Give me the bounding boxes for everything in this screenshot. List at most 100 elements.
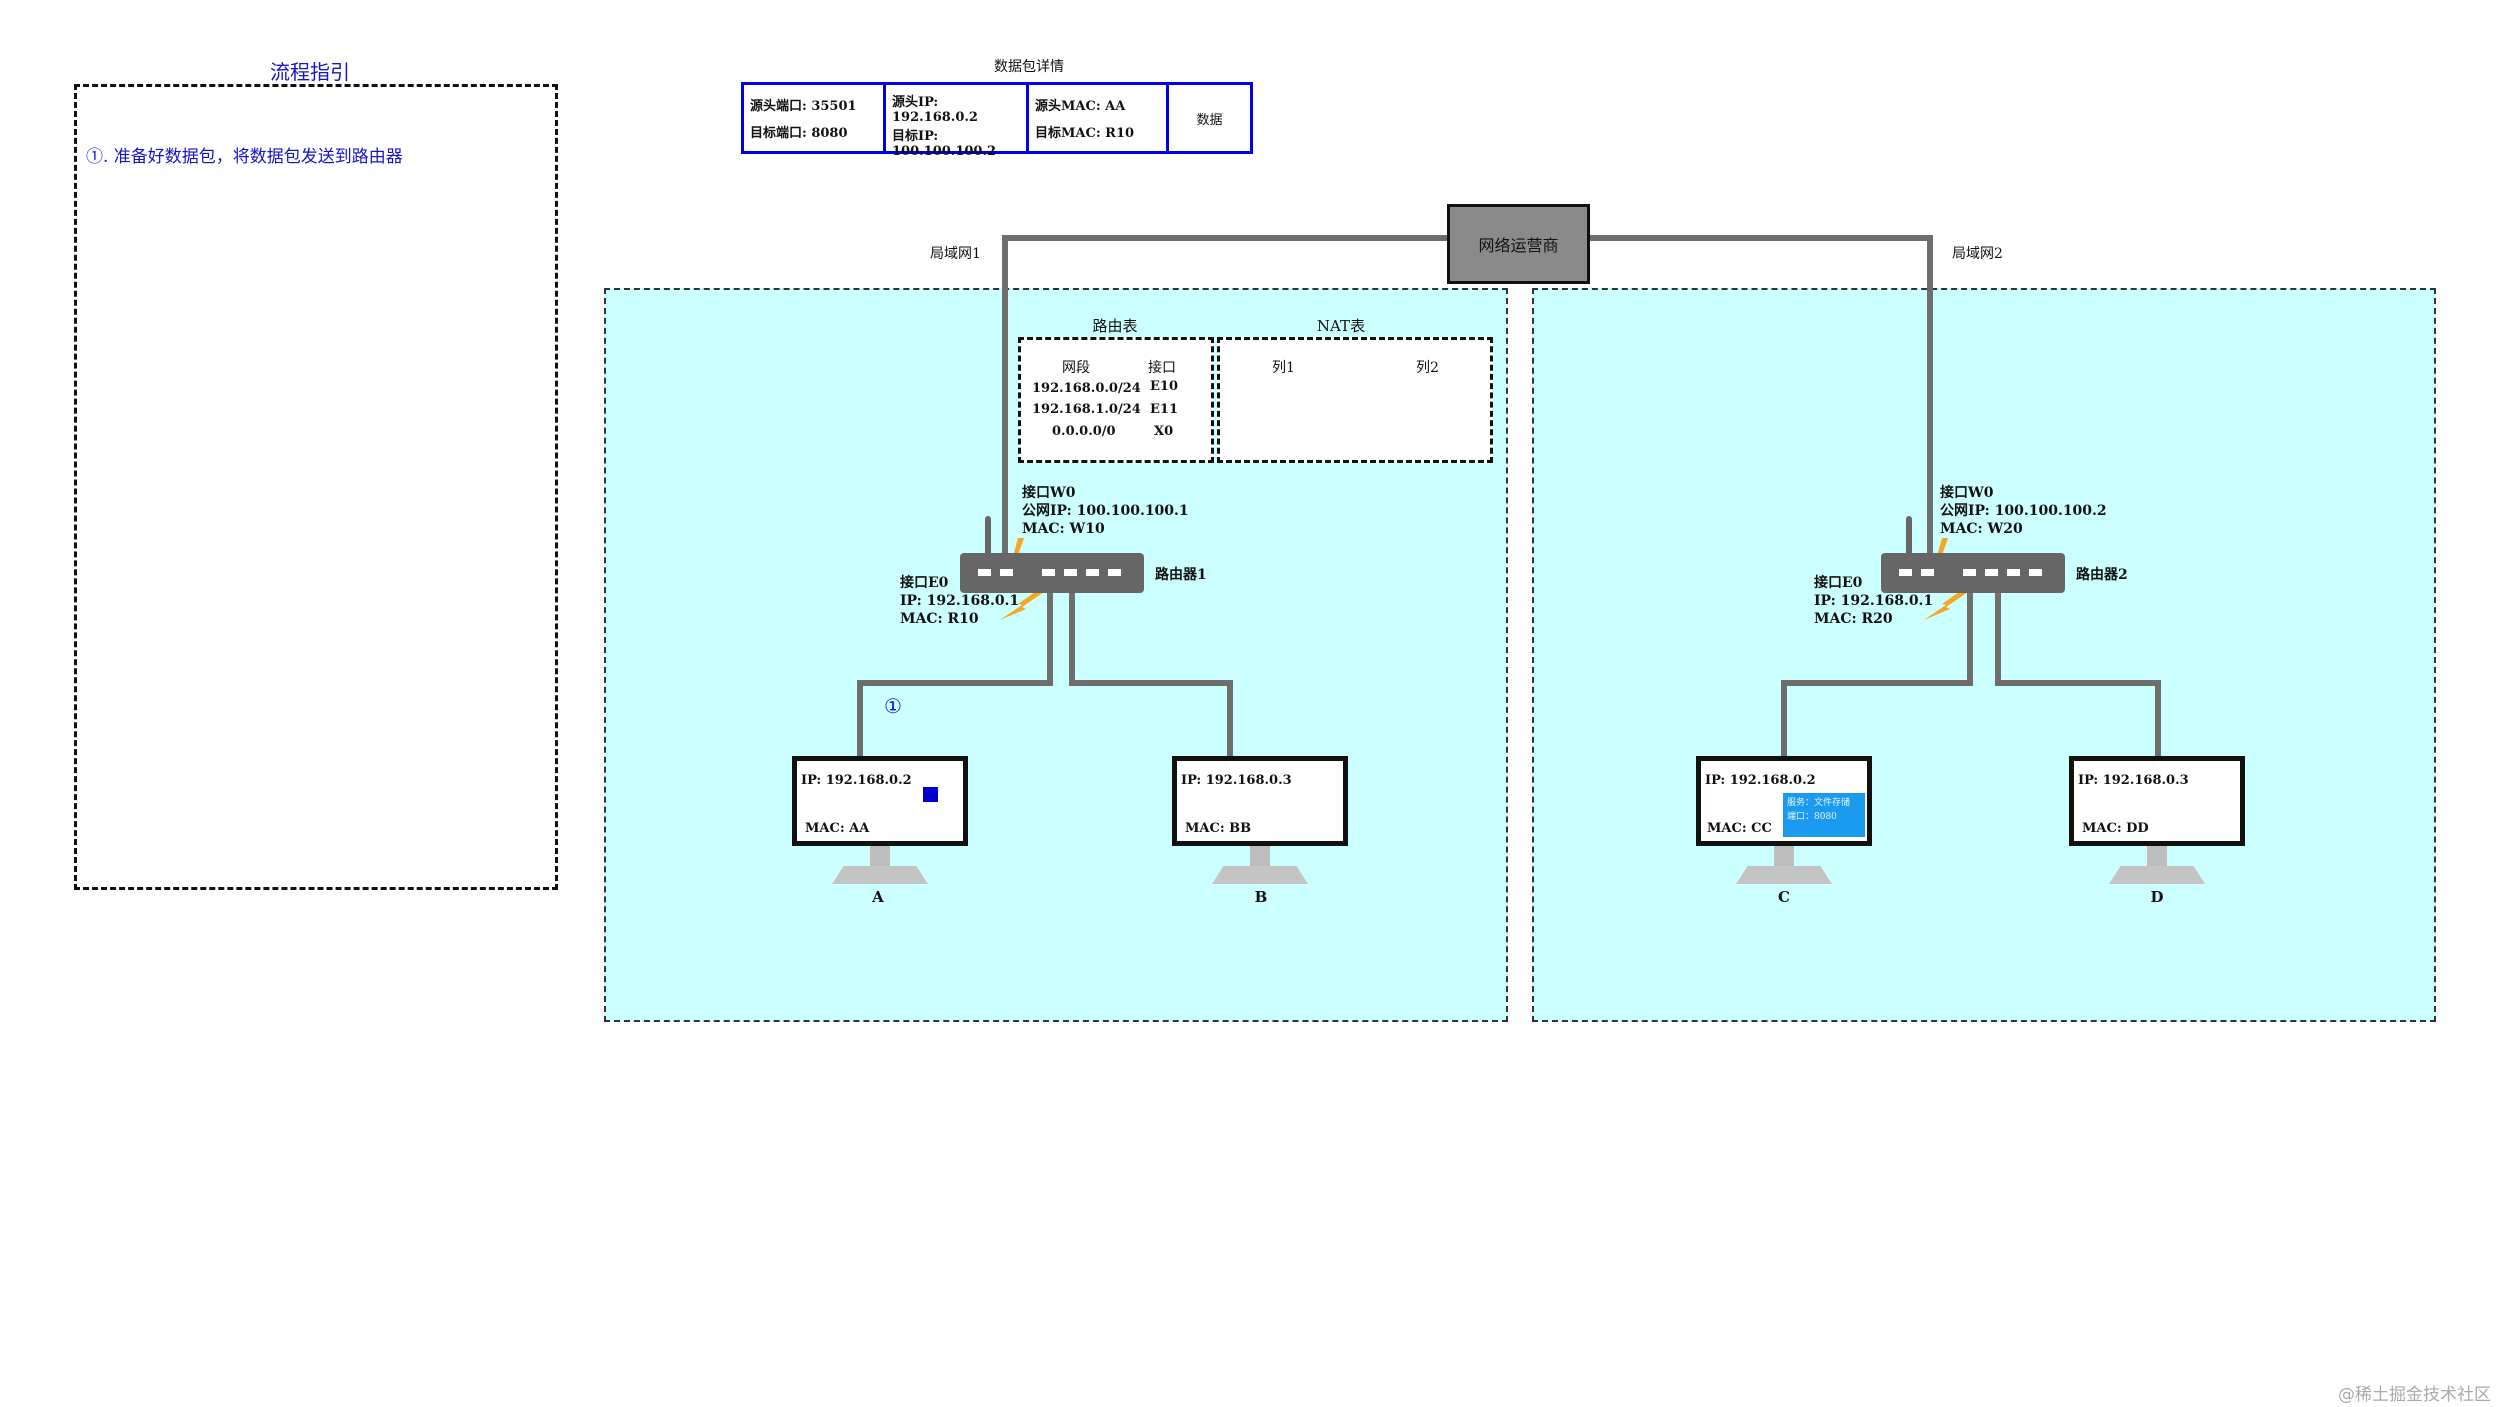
pc-b-ip: IP: 192.168.0.3 xyxy=(1181,773,1292,788)
lan1-label: 局域网1 xyxy=(930,246,981,262)
pc-d-base xyxy=(2109,866,2205,884)
router1-port xyxy=(978,569,991,576)
routing-row-segment: 192.168.1.0/24 xyxy=(1032,402,1141,417)
router2-port xyxy=(1921,569,1934,576)
guide-panel xyxy=(74,84,558,890)
pc-b-neck xyxy=(1250,846,1270,868)
router2-w0-info: 接口W0 公网IP: 100.100.100.2 MAC: W20 xyxy=(1940,484,2107,539)
pc-a-neck xyxy=(870,846,890,868)
pc-a-base xyxy=(832,866,928,884)
pc-b-label: B xyxy=(1254,888,1268,906)
packet-dst-ip: 目标IP: 100.100.100.2 xyxy=(892,129,997,159)
lan2-label: 局域网2 xyxy=(1952,246,2003,262)
lan2-area xyxy=(1532,288,2436,1022)
packet-src-port: 源头端口: 35501 xyxy=(750,99,857,114)
pc-c-base xyxy=(1736,866,1832,884)
router1-port xyxy=(1108,569,1121,576)
nat-table-title: NAT表 xyxy=(1316,317,1366,335)
pc-a-screen: IP: 192.168.0.2 MAC: AA xyxy=(792,756,968,846)
pc-a-mac: MAC: AA xyxy=(805,821,870,836)
router1-w0-name: 接口W0 xyxy=(1022,485,1076,501)
routing-col-iface: 接口 xyxy=(1148,360,1176,376)
packet-src-mac: 源头MAC: AA xyxy=(1035,99,1126,114)
wire-router2-pc-c xyxy=(1781,590,1973,757)
router1-port xyxy=(1042,569,1055,576)
pc-b-screen: IP: 192.168.0.3 MAC: BB xyxy=(1172,756,1348,846)
guide-title: 流程指引 xyxy=(270,60,350,84)
packet-dst-mac: 目标MAC: R10 xyxy=(1035,126,1135,141)
router1-port xyxy=(1064,569,1077,576)
wire-router2-pc-d xyxy=(1995,590,2161,757)
router1-w0-ip: 公网IP: 100.100.100.1 xyxy=(1022,503,1189,520)
router1-antenna xyxy=(985,516,991,556)
pc-d-mac: MAC: DD xyxy=(2082,821,2149,836)
packet-port-cell: 源头端口: 35501 目标端口: 8080 xyxy=(744,85,886,151)
wire-isp-router1 xyxy=(1002,235,1450,560)
routing-col-segment: 网段 xyxy=(1062,360,1090,376)
router1-e0-info: 接口E0 IP: 192.168.0.1 MAC: R10 xyxy=(900,574,1019,629)
packet-details: 源头端口: 35501 目标端口: 8080 源头IP: 192.168.0.2… xyxy=(741,82,1253,159)
wire-router1-pc-a xyxy=(857,590,1053,757)
pc-c-neck xyxy=(1774,846,1794,868)
router2 xyxy=(1881,553,2065,593)
router2-w0-name: 接口W0 xyxy=(1940,485,1994,501)
router1-e0-ip: IP: 192.168.0.1 xyxy=(900,593,1020,610)
router2-w0-mac: MAC: W20 xyxy=(1940,521,2023,538)
pc-c-screen: IP: 192.168.0.2 MAC: CC 服务：文件存储 端口：8080 xyxy=(1696,756,1872,846)
routing-row-segment: 0.0.0.0/0 xyxy=(1052,424,1116,439)
spark-router1-e0 xyxy=(1000,590,1044,620)
router2-port xyxy=(2029,569,2042,576)
router2-antenna xyxy=(1906,516,1912,556)
router2-e0-ip: IP: 192.168.0.1 xyxy=(1814,593,1934,610)
nat-table xyxy=(1217,337,1493,463)
router1 xyxy=(960,553,1144,593)
routing-row-iface: X0 xyxy=(1154,424,1174,439)
pc-d-ip: IP: 192.168.0.3 xyxy=(2078,773,2189,788)
data-packet-marker xyxy=(923,787,938,802)
pc-b-base xyxy=(1212,866,1308,884)
packet-data: 数据 xyxy=(1196,112,1223,128)
file-storage-service: 服务：文件存储 端口：8080 xyxy=(1783,793,1865,837)
router2-port xyxy=(1985,569,1998,576)
isp-node: 网络运营商 xyxy=(1447,204,1590,284)
router1-e0-mac: MAC: R10 xyxy=(900,611,979,628)
router2-port xyxy=(1899,569,1912,576)
packet-mac-cell: 源头MAC: AA 目标MAC: R10 xyxy=(1029,85,1169,151)
router2-port xyxy=(2007,569,2020,576)
spark-router2-e0 xyxy=(1924,590,1968,620)
nat-col-2: 列2 xyxy=(1416,360,1439,376)
router1-e0-name: 接口E0 xyxy=(900,575,949,591)
watermark: @稀土掘金技术社区 xyxy=(2338,1385,2491,1405)
packet-data-cell: 数据 xyxy=(1169,85,1250,151)
router2-e0-mac: MAC: R20 xyxy=(1814,611,1893,628)
pc-c-label: C xyxy=(1778,888,1790,906)
router1-w0-mac: MAC: W10 xyxy=(1022,521,1105,538)
service-port-line: 端口：8080 xyxy=(1787,812,1837,823)
pc-d-neck xyxy=(2147,846,2167,868)
packet-caption: 数据包详情 xyxy=(994,59,1064,75)
pc-b-mac: MAC: BB xyxy=(1185,821,1252,836)
wire-router1-pc-b xyxy=(1069,590,1233,757)
service-line: 服务：文件存储 xyxy=(1787,798,1851,808)
router1-name: 路由器1 xyxy=(1155,567,1207,583)
routing-row-segment: 192.168.0.0/24 xyxy=(1032,381,1141,396)
pc-a-label: A xyxy=(872,888,884,906)
routing-table xyxy=(1018,337,1214,463)
router1-w0-info: 接口W0 公网IP: 100.100.100.1 MAC: W10 xyxy=(1022,484,1189,539)
packet-ip-cell: 源头IP: 192.168.0.2 目标IP: 100.100.100.2 xyxy=(886,85,1029,159)
step-marker-1: ① xyxy=(884,694,902,718)
router2-e0-name: 接口E0 xyxy=(1814,575,1863,591)
pc-c-mac: MAC: CC xyxy=(1707,821,1772,836)
router2-w0-ip: 公网IP: 100.100.100.2 xyxy=(1940,503,2107,520)
guide-step-1: ①. 准备好数据包，将数据包发送到路由器 xyxy=(86,147,403,167)
packet-src-ip: 源头IP: 192.168.0.2 xyxy=(892,95,978,125)
router2-name: 路由器2 xyxy=(2076,567,2128,583)
router1-port xyxy=(1000,569,1013,576)
router2-e0-info: 接口E0 IP: 192.168.0.1 MAC: R20 xyxy=(1814,574,1933,629)
pc-c-ip: IP: 192.168.0.2 xyxy=(1705,773,1816,788)
routing-row-iface: E10 xyxy=(1150,379,1178,394)
pc-d-label: D xyxy=(2150,888,2164,906)
pc-d-screen: IP: 192.168.0.3 MAC: DD xyxy=(2069,756,2245,846)
routing-table-title: 路由表 xyxy=(1092,317,1138,335)
